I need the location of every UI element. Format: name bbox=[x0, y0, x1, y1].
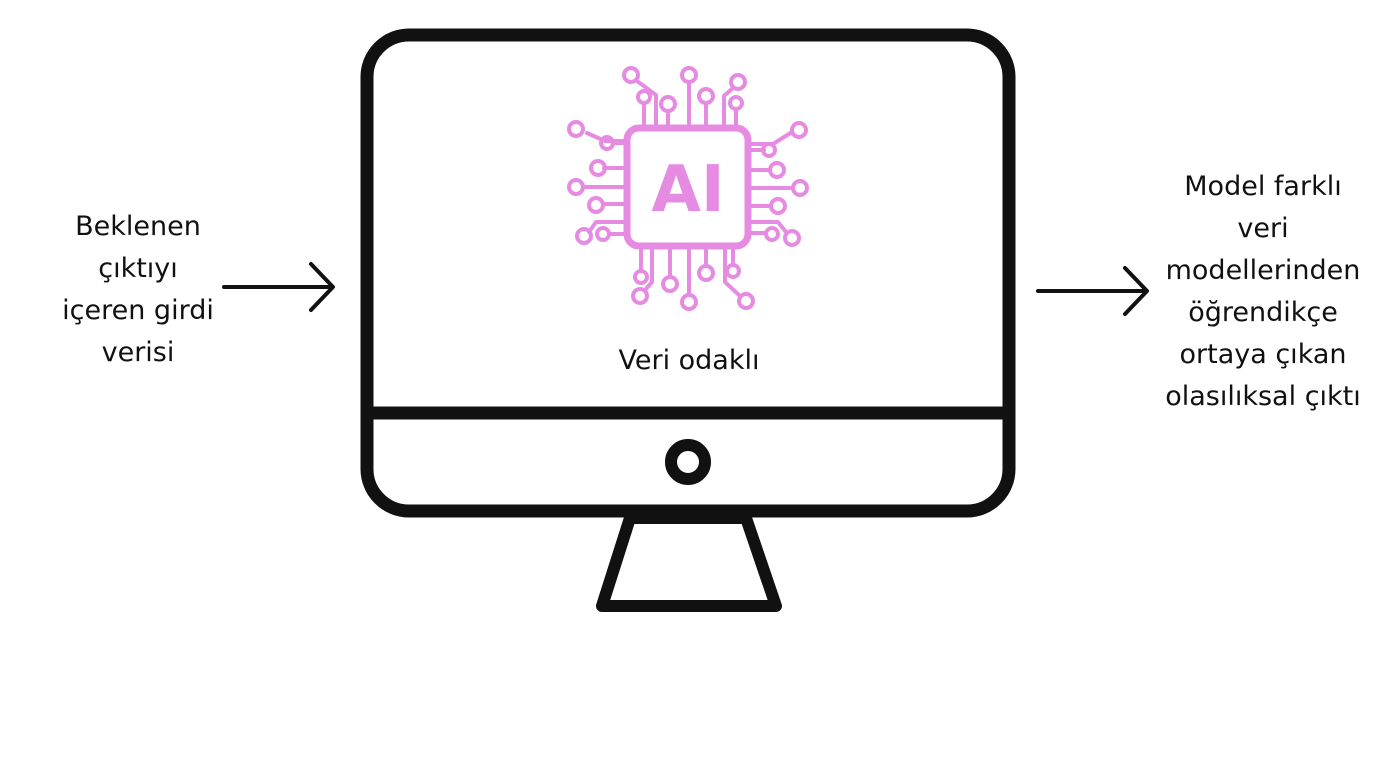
output-line: modellerinden bbox=[1165, 255, 1361, 286]
input-line: içeren girdi bbox=[62, 295, 214, 326]
output-line: öğrendikçe bbox=[1188, 297, 1338, 328]
chip-label: AI bbox=[651, 153, 724, 227]
input-line: verisi bbox=[101, 337, 175, 368]
input-description: Beklenen çıktıyı içeren girdi verisi bbox=[28, 206, 248, 374]
input-arrow-icon bbox=[222, 262, 335, 312]
input-line: Beklenen bbox=[75, 211, 201, 242]
output-line: Model farklı bbox=[1184, 171, 1342, 202]
monitor-caption: Veri odaklı bbox=[618, 345, 760, 376]
ai-chip-icon: AI bbox=[567, 66, 809, 311]
output-line: ortaya çıkan bbox=[1179, 339, 1347, 370]
output-line: olasılıksal çıktı bbox=[1165, 381, 1361, 412]
output-line: veri bbox=[1237, 213, 1289, 244]
input-line: çıktıyı bbox=[98, 253, 178, 284]
output-description: Model farklı veri modellerinden öğrendik… bbox=[1150, 166, 1376, 418]
output-arrow-icon bbox=[1036, 266, 1149, 316]
